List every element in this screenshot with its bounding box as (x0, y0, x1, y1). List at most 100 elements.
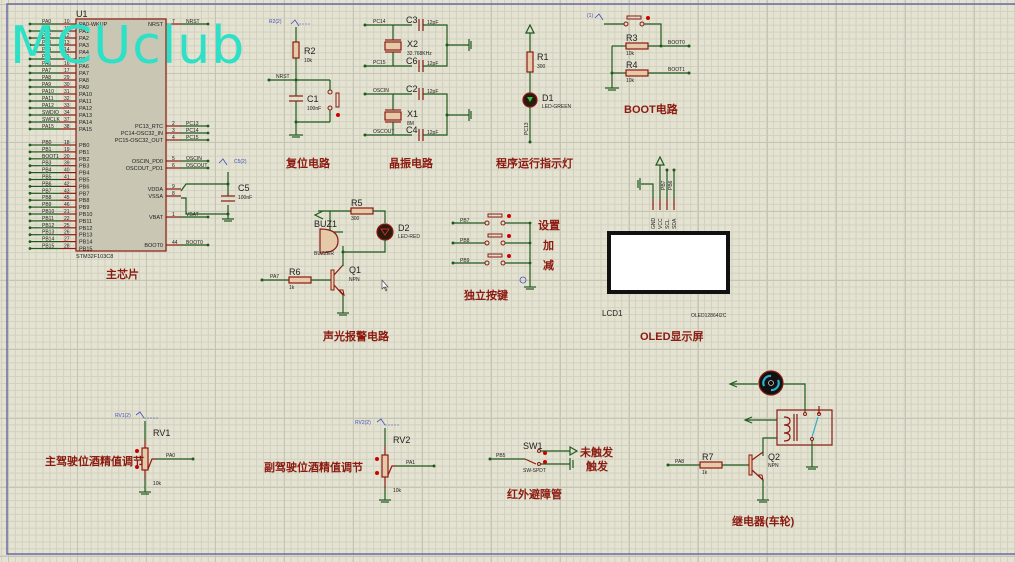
mcu-pin-name: OSCOUT_PD1 (126, 166, 163, 172)
c3-value: 12pF (427, 20, 438, 26)
c4-value: 12pF (427, 130, 438, 136)
reset-title: 复位电路 (285, 156, 331, 170)
mcu-pin-name: PB0 (79, 143, 89, 149)
r7-value: 1k (702, 470, 708, 476)
rv2-title: 副驾驶位酒精值调节 (264, 460, 363, 474)
origin-marker-icon (519, 276, 527, 284)
mcu-net-label: SWCLK (42, 117, 60, 123)
rv2-potentiometer[interactable]: RV2(2) PA1 RV2 10k 副驾驶位酒精值调节 (264, 418, 436, 503)
q1-transistor (330, 269, 335, 291)
watermark-logo: MCUclub (10, 16, 246, 76)
mcu-pin-name: PA15 (79, 127, 92, 133)
mcu-pin-number: 29 (64, 75, 70, 81)
mcu-pin-number: 45 (64, 195, 70, 201)
mcu-pin-name: PA9 (79, 85, 89, 91)
x1-crystal (384, 111, 402, 121)
mcu-net-label: PB4 (42, 168, 52, 174)
oled-screen (607, 231, 730, 294)
c6-ref: C6 (406, 56, 418, 66)
r6-resistor (288, 276, 312, 284)
r4-value: 10k (626, 78, 635, 84)
buz1-ref: BUZ1 (314, 219, 337, 229)
mcu-pin-name: PA7 (79, 71, 89, 77)
mcu-pin-number: 11 (64, 26, 69, 32)
mcu-pin-name: PA6 (79, 64, 89, 70)
crystal-title: 晶振电路 (389, 156, 434, 170)
c1-value: 100nF (307, 106, 321, 112)
c5-ref: C5 (238, 183, 250, 193)
probe-icon (135, 411, 145, 419)
r4-ref: R4 (626, 60, 638, 70)
r2-ref: R2 (304, 46, 316, 56)
mcu-part: STM32F103C8 (76, 254, 113, 260)
ir-title: 红外避障管 (507, 487, 562, 501)
mcu-ref: U1 (76, 9, 88, 19)
mcu-pin-number: 2 (172, 121, 175, 127)
rv1-title: 主驾驶位酒精值调节 (45, 454, 144, 468)
mcu-pin-name: PA0-WKUP (79, 22, 108, 28)
mcu-pin-number: 30 (64, 82, 70, 88)
alarm-title: 声光报警电路 (322, 329, 390, 343)
mouse-cursor-icon (381, 279, 389, 292)
reset-circuit[interactable]: R2(2) R2 10k NRST C1 100nF 复位电路 (267, 19, 341, 170)
mcu-pin-name: PB7 (79, 191, 89, 197)
mcu-net-label: PA1 (42, 26, 51, 32)
probe-icon (376, 418, 386, 426)
ir-state-untriggered: 未触发 (579, 445, 614, 459)
crystal-circuit[interactable]: PC14 PC15 X2 32.768KHz C3 12pF C6 12pF O… (363, 15, 472, 170)
oled-net-sda: PB6 (668, 180, 674, 190)
sheet-border (6, 3, 1015, 555)
mcu-pin-name: PB15 (79, 247, 92, 253)
mcu-pin-number: 46 (64, 202, 70, 208)
mcu-pin-number: 1 (172, 212, 175, 218)
key-net-label: PB7 (460, 218, 470, 224)
mcu-pin-number: 43 (64, 188, 70, 194)
reset-net-label: NRST (276, 74, 290, 80)
mcu-net-label: OSCOUT (186, 163, 207, 169)
q1-value: NPN (349, 277, 360, 283)
mcu-pin-name: PB5 (79, 178, 89, 184)
mcu-pin-number: 28 (64, 244, 70, 250)
rv1-potentiometer[interactable]: RV1(2) PA0 RV1 10k 主驾驶位酒精值调节 (45, 411, 195, 495)
oled-pin-label: VCC (658, 218, 664, 229)
run-led-circuit[interactable]: R1 300 D1 LED-GREEN PC13 程序运行指示灯 (496, 23, 573, 170)
mcu-net-label: PB8 (42, 195, 52, 201)
mcu-pin-name: PC14-OSC32_IN (121, 131, 163, 137)
key-function-label: 加 (542, 238, 554, 252)
oled-ref: LCD1 (602, 309, 623, 318)
mcu-pin-name: BOOT0 (144, 243, 163, 249)
mcu-pin-name: PA13 (79, 113, 92, 119)
mcu-net-label: PA12 (42, 103, 54, 109)
d1-ref: D1 (542, 93, 554, 103)
mcu-net-label: PC14 (186, 128, 199, 134)
ir-state-triggered: 触发 (585, 459, 609, 473)
alarm-circuit[interactable]: R5 300 D2 LED-RED BUZ1 BUZZER PA7 R6 1k … (260, 198, 421, 343)
x1-ref: X1 (407, 109, 418, 119)
mcu-net-label: NRST (186, 19, 200, 25)
mcu-pin-number: 44 (172, 240, 178, 246)
oled-pin-label: SCL (665, 219, 671, 229)
c5-capacitor[interactable]: C5(2) C5 100nF (180, 158, 252, 222)
boot-circuit[interactable]: (1) R3 10k BOOT0 R4 10k BOOT1 BOOT电路 (587, 13, 691, 116)
mcu-pin-name: PA11 (79, 99, 92, 105)
boot-probe-label: (1) (587, 13, 593, 19)
power-arrow-icon (569, 445, 579, 457)
probe-icon (594, 13, 604, 21)
mcu-pin-name: PA4 (79, 50, 89, 56)
mcu-net-label: VBAT (186, 212, 199, 218)
r2-value: 10k (304, 58, 313, 64)
mcu-pin-name: PB4 (79, 171, 89, 177)
probe-icon (290, 19, 300, 27)
relay-circuit[interactable]: PA8 R7 1k Q2 NPN 继电器(车轮) (666, 370, 833, 528)
ir-switch[interactable]: PB5 SW1 SW-SPDT 未触发 触发 红外避障管 (488, 441, 614, 501)
mcu-pin-number: 40 (64, 168, 70, 174)
